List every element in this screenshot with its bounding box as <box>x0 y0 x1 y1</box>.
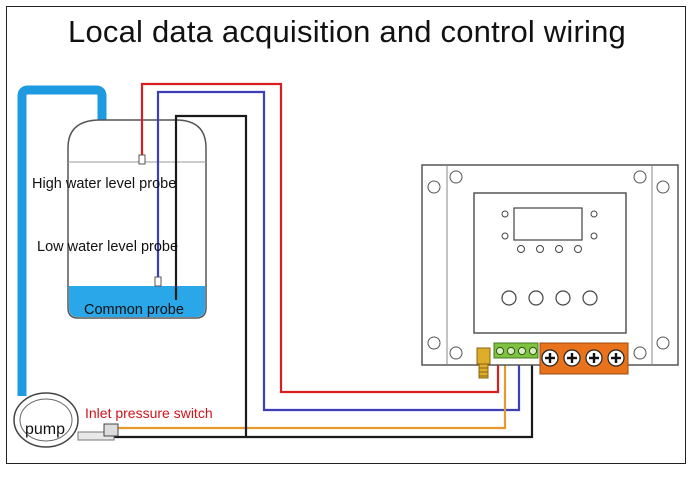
water-pipe <box>17 85 107 392</box>
terminal-screw <box>495 346 505 356</box>
inlet-switch-label: Inlet pressure switch <box>85 405 213 421</box>
control-button <box>501 290 517 306</box>
pressure-switch <box>103 423 119 437</box>
pump-body <box>13 392 79 448</box>
terminal-screw <box>528 346 538 356</box>
black-wire-common <box>174 114 248 424</box>
black-wire-bottom <box>112 357 534 439</box>
red-wire <box>140 82 500 394</box>
green-terminal-block <box>493 342 539 359</box>
tank-water <box>69 286 205 317</box>
blue-wire <box>156 90 521 412</box>
diagram-frame <box>6 6 686 464</box>
diagram-title: Local data acquisition and control wirin… <box>68 14 626 49</box>
display-screen <box>513 207 583 241</box>
control-button <box>582 290 598 306</box>
plus-screw-icon <box>541 349 559 367</box>
plus-screw-icon <box>607 349 625 367</box>
low-probe-tip <box>154 276 162 287</box>
controller <box>421 164 679 379</box>
plus-screw-icon <box>563 349 581 367</box>
common-probe-label: Common probe <box>84 302 184 318</box>
pump-label: pump <box>25 421 66 438</box>
brass-connector <box>476 347 491 365</box>
control-button <box>528 290 544 306</box>
pump-inner <box>19 398 73 442</box>
low-probe-label: Low water level probe <box>37 239 179 255</box>
terminal-screw <box>506 346 516 356</box>
control-button <box>555 290 571 306</box>
high-probe-tip <box>138 154 146 165</box>
high-probe-label: High water level probe <box>32 176 177 192</box>
water-tank <box>67 119 207 319</box>
terminal-screw <box>517 346 527 356</box>
plus-screw-icon <box>585 349 603 367</box>
